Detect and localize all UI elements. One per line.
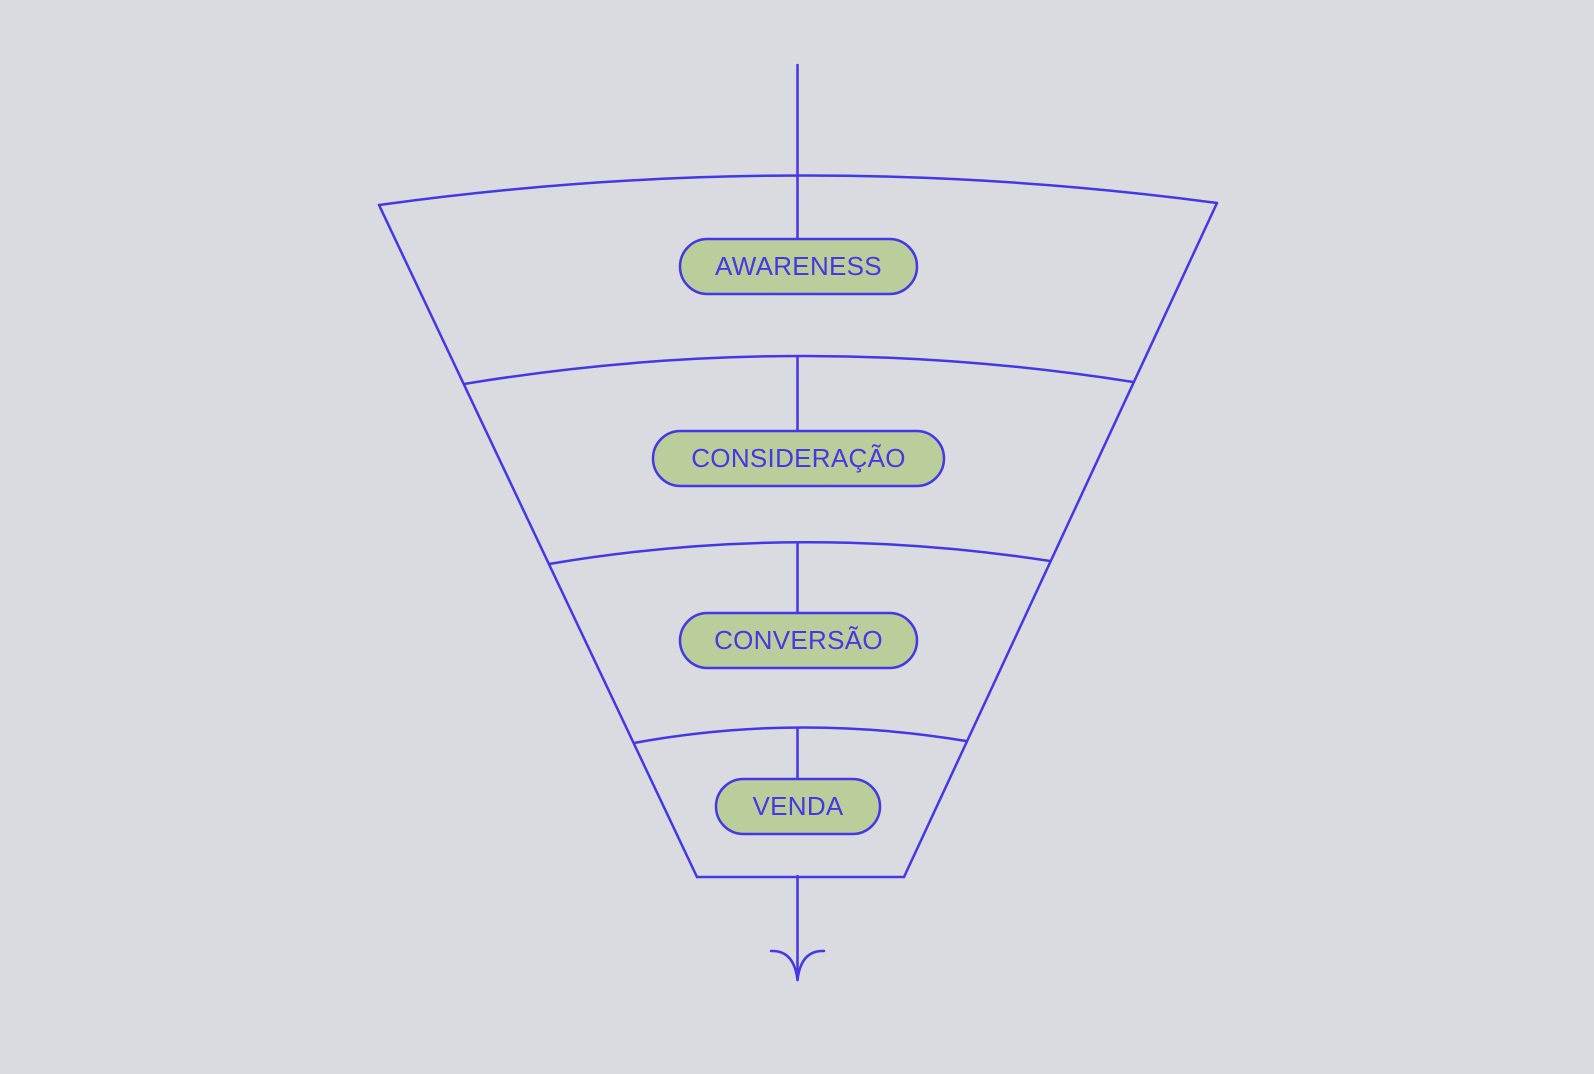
arrow-tip-icon (769, 949, 826, 982)
stage-label: VENDA (752, 791, 843, 821)
stage-venda: VENDA (714, 777, 882, 836)
funnel-top-arc (377, 174, 1219, 207)
band-divider-3 (632, 726, 968, 745)
stage-label: AWARENESS (715, 251, 882, 281)
funnel-left-side (377, 203, 699, 879)
stage-pill (678, 237, 919, 296)
stage-label: CONSIDERAÇÃO (691, 443, 906, 473)
stage-consideracao: CONSIDERAÇÃO (651, 429, 946, 488)
stage-label: CONVERSÃO (714, 625, 883, 655)
stage-pill (678, 611, 919, 670)
band-divider-2 (547, 540, 1052, 566)
stage-pill (714, 777, 882, 836)
stage-awareness: AWARENESS (678, 237, 919, 296)
stage-conversao: CONVERSÃO (678, 611, 919, 670)
stage-pill (651, 429, 946, 488)
funnel-right-side (902, 201, 1219, 879)
